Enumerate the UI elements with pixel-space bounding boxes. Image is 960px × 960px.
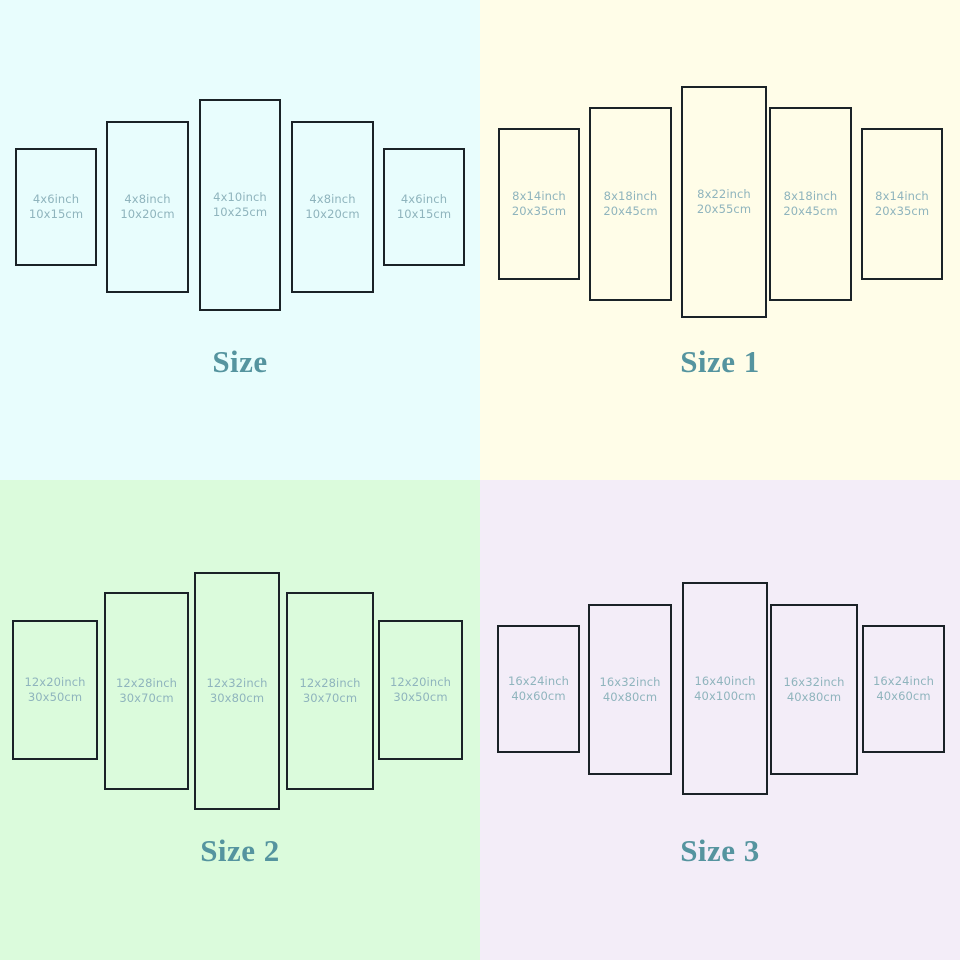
panel-size-inch: 12x32inch <box>206 676 268 690</box>
panel-size-cm: 40x60cm <box>876 689 931 703</box>
panel-size-inch: 16x32inch <box>783 674 845 689</box>
panel-size-inch: 16x32inch <box>599 674 661 689</box>
panel-size-inch: 8x18inch <box>603 189 658 203</box>
panel-size-cm: 40x60cm <box>511 689 566 703</box>
panel-size-cm: 10x20cm <box>120 207 175 221</box>
panel-size-inch: 4x10inch <box>213 190 267 204</box>
panel-size-cm: 30x50cm <box>27 690 83 704</box>
panel-size-cm: 20x35cm <box>511 204 567 218</box>
panel-size-cm: 20x45cm <box>783 204 838 218</box>
panel-size-inch: 12x28inch <box>115 676 178 690</box>
panel-size-inch: 16x40inch <box>694 673 756 688</box>
quadrant-title-size-2: Size 2 <box>200 833 280 868</box>
panel-size-cm: 20x35cm <box>874 204 930 218</box>
panel-size-cm: 20x55cm <box>696 202 752 216</box>
panel-size-cm: 40x80cm <box>602 689 658 704</box>
panel-size-inch: 12x20inch <box>389 675 452 689</box>
panel-size-cm: 40x80cm <box>786 689 842 704</box>
panel-size-cm: 10x15cm <box>28 207 84 221</box>
panel-size-inch: 16x24inch <box>507 674 570 688</box>
panel-size-cm: 30x70cm <box>119 691 174 705</box>
quadrant-title-size-base: Size <box>212 344 268 379</box>
panel-size-inch: 4x8inch <box>309 192 356 206</box>
panel-size-cm: 30x50cm <box>393 690 448 704</box>
panel-size-inch: 8x14inch <box>512 189 566 203</box>
panel-size-inch: 8x18inch <box>783 189 838 203</box>
quadrant-title-size-3: Size 3 <box>680 833 760 868</box>
panel-size-cm: 10x15cm <box>396 207 452 221</box>
panel-size-cm: 10x20cm <box>305 207 360 221</box>
panel-size-inch: 4x8inch <box>124 192 171 206</box>
panel-size-cm: 20x45cm <box>603 204 658 218</box>
panel-size-inch: 16x24inch <box>872 674 935 688</box>
quadrant-title-size-1: Size 1 <box>680 344 760 379</box>
panel-size-cm: 10x25cm <box>212 205 268 219</box>
panel-size-inch: 4x6inch <box>400 192 448 206</box>
panel-size-inch: 8x14inch <box>875 189 929 203</box>
panel-size-inch: 12x28inch <box>299 676 361 690</box>
panel-size-cm: 40x100cm <box>694 688 756 703</box>
panel-size-inch: 8x22inch <box>697 187 751 201</box>
panel-size-cm: 30x80cm <box>209 691 265 705</box>
panel-size-inch: 4x6inch <box>32 192 80 206</box>
panel-size-cm: 30x70cm <box>302 691 358 705</box>
panel-size-inch: 12x20inch <box>24 675 86 689</box>
